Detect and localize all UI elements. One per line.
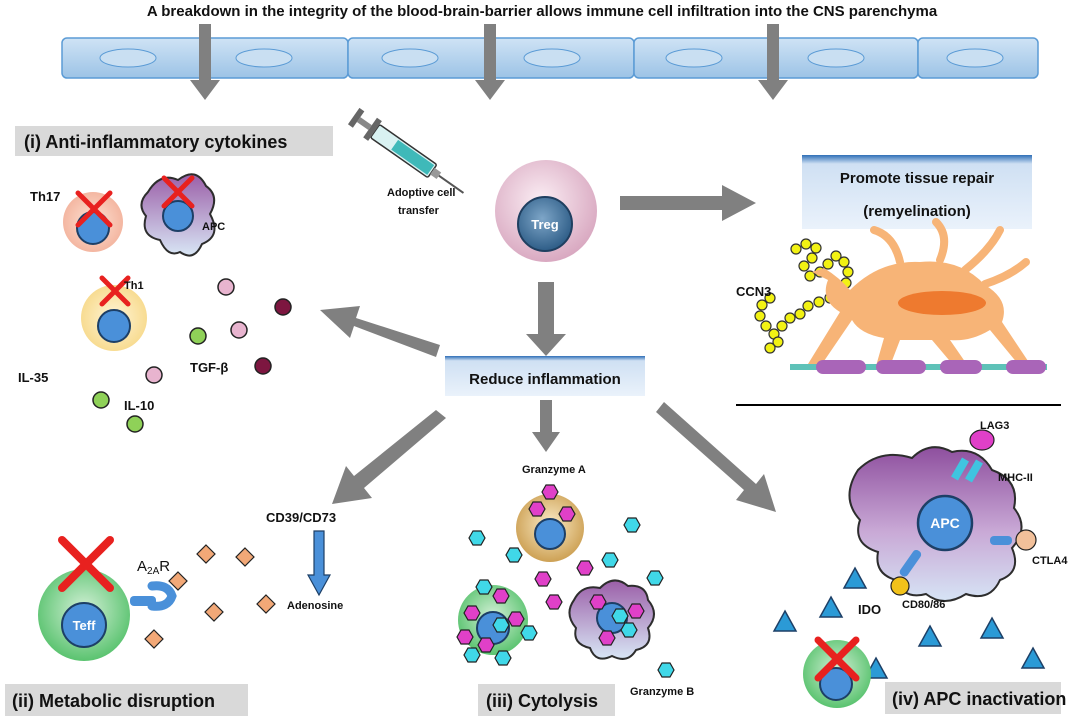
th1-label: Th1 [124,280,144,292]
repair-line2: (remyelination) [863,203,971,220]
th17-label: Th17 [30,189,60,204]
arrow-to-adenosine [306,530,332,597]
treg-label: Treg [531,217,559,232]
target-apc-cell [568,579,655,660]
panel-iii-header-text: (iii) Cytolysis [486,691,598,711]
th1-cell: Th1 [81,275,147,351]
panel-i-header: (i) Anti-inflammatory cytokines [15,126,333,156]
apc-small-cell: APC [140,173,225,257]
adenosine-molecules [144,544,276,649]
cytotoxic-cell-brown [516,494,584,562]
t-effector-cell-iv [803,636,871,708]
oligodendrocyte [808,218,1030,366]
ido-label: IDO [858,602,881,617]
teff-label: Teff [73,618,97,633]
adoptive-transfer-label: Adoptive cell transfer [387,187,459,217]
tgfb-label: TGF-β [190,360,228,375]
a2a-receptor [130,581,177,611]
mechanism-arrows [320,306,776,512]
x-mark-icon [161,175,195,209]
panel-iii-header: (iii) Cytolysis [478,684,615,716]
ctla4-label: CTLA4 [1032,555,1068,567]
x-mark-icon [58,536,114,592]
treg-cell: Treg [495,160,597,262]
granzyme-b-molecules [463,517,675,678]
cd80-label: CD80/86 [902,599,945,611]
panel-i-header-text: (i) Anti-inflammatory cytokines [24,132,287,152]
x-mark-icon [75,190,113,228]
apc-small-label: APC [202,221,225,233]
cd39-label: CD39/CD73 [266,510,336,525]
cytokine-dots [92,278,292,433]
x-mark-icon [99,275,131,307]
teff-cell: Teff [38,536,130,661]
reduce-inflammation-text: Reduce inflammation [469,371,621,388]
mhc-label: MHC-II [998,472,1033,484]
ccn3-chain [754,238,854,354]
arrow-to-repair [620,185,756,221]
ctla4-receptor: CTLA4 [990,529,1068,567]
lag3-label: LAG3 [980,420,1009,432]
apc-large-cell: APC [848,446,1023,602]
cd80-receptor: CD80/86 [890,549,945,611]
il35-label: IL-35 [18,370,48,385]
th17-cell: Th17 [30,189,123,252]
syringe-icon [347,107,465,194]
panel-ii-header-text: (ii) Metabolic disruption [12,691,215,711]
apc-large-label: APC [930,515,960,531]
promote-repair-box: Promote tissue repair (remyelination) [802,155,1032,229]
infiltration-arrows [190,24,788,100]
a2ar-label: A2AR [137,558,170,577]
panel-ii-header: (ii) Metabolic disruption [5,684,248,716]
diagram-title: A breakdown in the integrity of the bloo… [147,3,938,20]
ido-molecules [772,566,1046,679]
adenosine-label: Adenosine [287,600,343,612]
panel-iv-header-text: (iv) APC inactivation [892,689,1066,709]
x-mark-icon [814,636,860,682]
lag3-icon [969,429,995,451]
granzyme-a-label: Granzyme A [522,464,586,476]
lag3-mhc-complex: LAG3 MHC-II [951,420,1033,484]
granzyme-a-molecules [456,484,645,653]
ccn3-label: CCN3 [736,284,771,299]
axon [790,360,1047,374]
panel-iv-header: (iv) APC inactivation [885,682,1066,714]
arrow-to-reduce [526,282,566,356]
reduce-inflammation-box: Reduce inflammation [445,356,645,396]
repair-line1: Promote tissue repair [840,170,994,187]
il10-label: IL-10 [124,398,154,413]
granzyme-b-label: Granzyme B [630,686,694,698]
